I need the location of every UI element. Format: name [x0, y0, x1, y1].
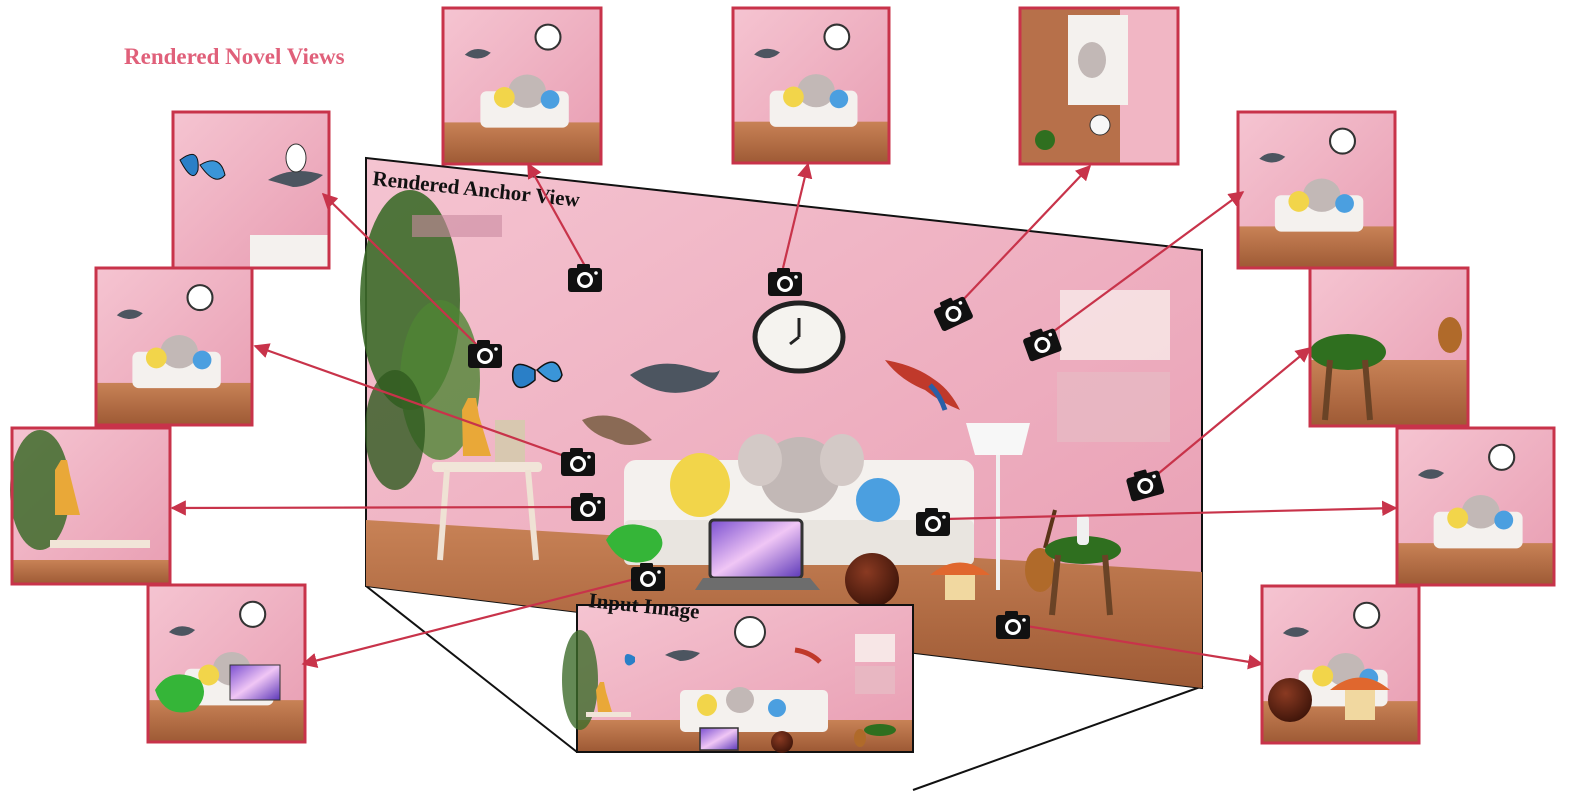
novel-view-thumb [731, 6, 891, 165]
novel-view-thumb [94, 266, 254, 427]
novel-view-thumb [146, 583, 307, 744]
laptop-icon [695, 518, 820, 590]
novel-view-thumb [171, 110, 331, 270]
bird-icon [630, 363, 720, 393]
novel-view-thumb [10, 426, 172, 586]
projection-lines [365, 585, 1204, 791]
camera-icon [468, 340, 502, 368]
camera-icon [571, 493, 605, 521]
novel-view-thumb [1018, 6, 1180, 166]
camera-icon [996, 611, 1030, 639]
novel-view-thumb [1260, 584, 1421, 745]
clock-icon [752, 300, 846, 374]
ball-icon [845, 553, 899, 607]
camera-icon [631, 563, 665, 591]
novel-view-thumb [441, 6, 603, 166]
camera-icon [768, 268, 802, 296]
camera-icon [916, 508, 950, 536]
input-image-panel [562, 604, 914, 753]
novel-view-thumbnails [10, 6, 1556, 745]
novel-views-title: Rendered Novel Views [124, 44, 345, 69]
camera-icon [561, 448, 595, 476]
camera-arrows [170, 162, 1398, 670]
novel-view-thumb [1395, 426, 1556, 587]
parrot-icon [885, 360, 960, 411]
elephant-plush-icon [738, 434, 864, 513]
novel-view-thumb [1308, 266, 1470, 428]
novel-view-thumb [1236, 110, 1397, 270]
butterfly-icon [511, 361, 563, 389]
camera-icon [568, 264, 602, 292]
